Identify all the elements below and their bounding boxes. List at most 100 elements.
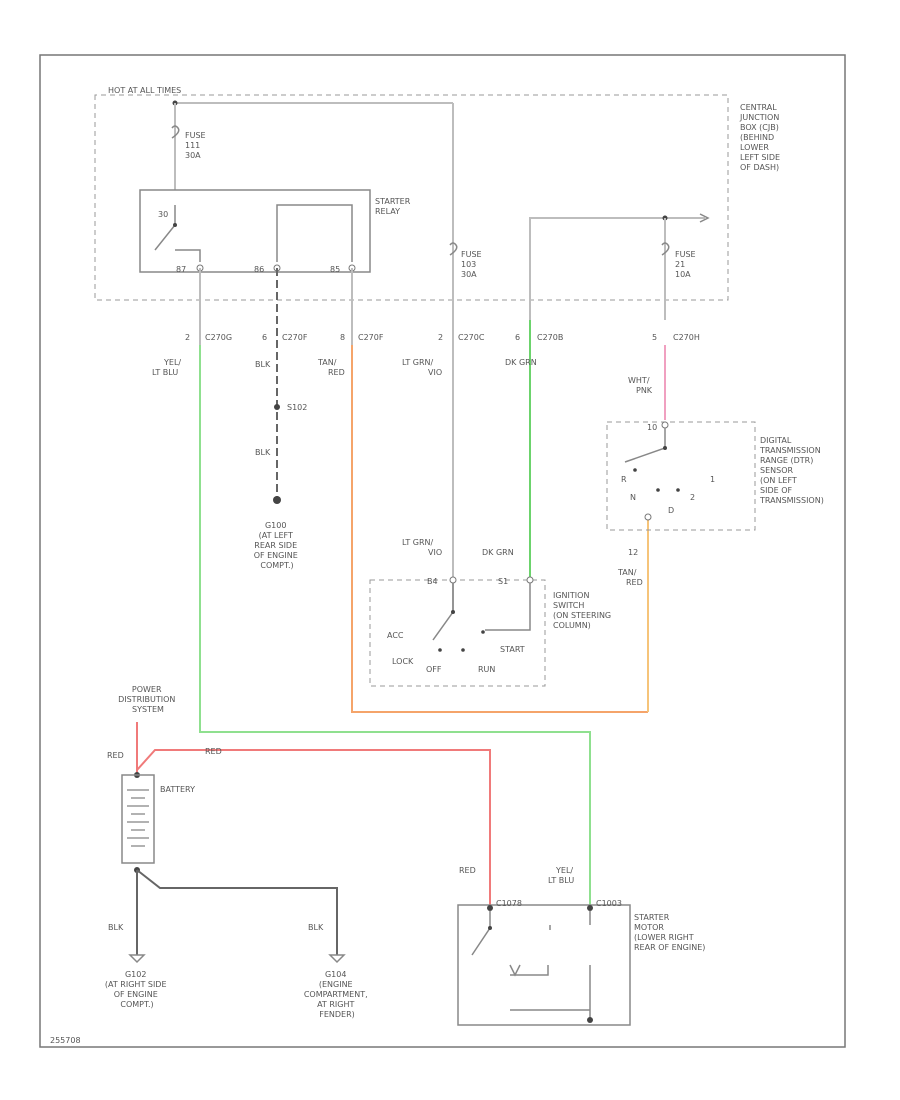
- power-distribution-label: POWER DISTRIBUTION SYSTEM: [118, 685, 178, 714]
- wire-tan-red: [351, 345, 648, 713]
- ign-contact-run: [461, 648, 465, 652]
- ground-g102-symbol: [128, 954, 146, 964]
- battery-body: [121, 774, 155, 864]
- connector-c270f-b: C270F: [358, 333, 384, 342]
- connector-c270f-a: C270F: [282, 333, 308, 342]
- starter-motor-box: [457, 904, 631, 1026]
- fuse-111-symbol: [171, 125, 180, 139]
- wire-yel-lt-blu: [199, 345, 591, 905]
- starter-terminal-c1003: [587, 905, 593, 911]
- ign-start-wire: [485, 583, 531, 631]
- dtr-pin-12: 12: [628, 548, 638, 557]
- pin-2-c270c: 2: [438, 333, 443, 342]
- wire-blk-label-2: BLK: [255, 448, 271, 457]
- ign-terminal-b4: [449, 576, 457, 584]
- starter-ground-node: [587, 1017, 593, 1023]
- relay-pin-86: 86: [254, 265, 264, 274]
- connector-c1078: C1078: [496, 899, 522, 908]
- dtr-contact-2: [656, 488, 660, 492]
- ign-contact-off: [438, 648, 442, 652]
- starter-relay-label: STARTER RELAY: [375, 197, 413, 216]
- starter-relay-box: [139, 189, 371, 273]
- pin-8-c270f: 8: [340, 333, 345, 342]
- hot-at-all-times-label: HOT AT ALL TIMES: [108, 86, 181, 95]
- relay-coil: [276, 204, 353, 262]
- cjb-label: CENTRAL JUNCTION BOX (CJB) (BEHIND LOWER…: [739, 103, 783, 172]
- wire-dk-grn-label: DK GRN: [505, 358, 537, 367]
- diagram-frame: [39, 54, 846, 1048]
- wire-blk-g104: [136, 869, 338, 955]
- ign-pos-run: RUN: [478, 665, 495, 674]
- ign-pin-b4: B4: [427, 577, 438, 586]
- wire-blk-label-4: BLK: [308, 923, 324, 932]
- relay-pin-87: 87: [176, 265, 186, 274]
- right-bus-arrow: [699, 213, 710, 223]
- splice-s102-label: S102: [287, 403, 307, 412]
- starter-motor-label: STARTER MOTOR (LOWER RIGHT REAR OF ENGIN…: [634, 913, 705, 952]
- wire-red-label-2: RED: [205, 747, 222, 756]
- wire-red-label-3: RED: [459, 866, 476, 875]
- ground-g100-label: G100 (AT LEFT REAR SIDE OF ENGINE COMPT.…: [254, 521, 301, 570]
- wire-tan-red-label-2: TAN/ RED: [617, 568, 643, 587]
- wire-wht-pnk-label: WHT/ PNK: [628, 376, 653, 395]
- starter-switch-pivot: [488, 926, 492, 930]
- wire-blk-label-1: BLK: [255, 360, 271, 369]
- splice-s102: [274, 404, 280, 410]
- dtr-sensor-label: DIGITAL TRANSMISSION RANGE (DTR) SENSOR …: [759, 436, 824, 505]
- dtr-switch-pivot: [663, 446, 667, 450]
- ign-switch-arm: [432, 583, 454, 641]
- pin-5-c270h: 5: [652, 333, 657, 342]
- ign-terminal-s1: [526, 576, 534, 584]
- starter-solenoid-switch: [471, 911, 491, 956]
- dtr-terminal-10: [661, 421, 669, 429]
- starter-solenoid-coil: [549, 911, 591, 930]
- battery-cells: [127, 789, 149, 847]
- pin-2-c270g: 2: [185, 333, 190, 342]
- fuse-103-label: FUSE 103 30A: [461, 250, 484, 279]
- footer-code: 255708: [50, 1036, 81, 1045]
- ignition-switch-enclosure: [369, 579, 546, 687]
- dtr-pos-r: R: [621, 475, 627, 484]
- ignition-switch-label: IGNITION SWITCH (ON STEERING COLUMN): [553, 591, 614, 630]
- connector-c270c: C270C: [458, 333, 485, 342]
- battery-label: BATTERY: [160, 785, 195, 794]
- ground-g100-point: [273, 496, 281, 504]
- ign-pos-lock: LOCK: [392, 657, 414, 666]
- dtr-pos-2: 2: [690, 493, 695, 502]
- starter-motor-windings: [509, 964, 591, 1020]
- wire-tan-red-label: TAN/ RED: [317, 358, 345, 377]
- dtr-sensor-enclosure: [606, 421, 756, 531]
- cjb-enclosure: [94, 94, 729, 301]
- connector-c1003: C1003: [596, 899, 622, 908]
- fuse-21-symbol: [661, 242, 670, 256]
- wire-dk-grn-label-2: DK GRN: [482, 548, 514, 557]
- fuse-21-label: FUSE 21 10A: [675, 250, 698, 279]
- pin-6-c270b: 6: [515, 333, 520, 342]
- wire-red-to-starter: [136, 749, 491, 905]
- connector-c270g: C270G: [205, 333, 232, 342]
- relay-pin-85: 85: [330, 265, 340, 274]
- wire-blk-label-3: BLK: [108, 923, 124, 932]
- ign-pin-s1: S1: [498, 577, 508, 586]
- wire-red-label-1: RED: [107, 751, 124, 760]
- dtr-contact-1: [633, 468, 637, 472]
- wire-lt-grn-vio-label-2: LT GRN/ VIO: [402, 538, 442, 557]
- dtr-pos-1: 1: [710, 475, 715, 484]
- starter-terminal-c1078: [487, 905, 493, 911]
- wire-yel-lt-blu-label-2: YEL/ LT BLU: [548, 866, 576, 885]
- pin-6-c270f: 6: [262, 333, 267, 342]
- dtr-pin-10: 10: [647, 423, 657, 432]
- ign-pos-acc: ACC: [387, 631, 404, 640]
- connector-c270b: C270B: [537, 333, 563, 342]
- dtr-pos-d: D: [668, 506, 674, 515]
- wire-yel-lt-blu-label: YEL/ LT BLU: [152, 358, 184, 377]
- ground-g104-symbol: [328, 954, 346, 964]
- ground-g102-label: G102 (AT RIGHT SIDE OF ENGINE COMPT.): [105, 970, 169, 1009]
- ign-contact-start: [481, 630, 485, 634]
- ground-g104-label: G104 (ENGINE COMPARTMENT, AT RIGHT FENDE…: [304, 970, 370, 1019]
- fuse-111-label: FUSE 111 30A: [185, 131, 208, 160]
- connector-c270h: C270H: [673, 333, 700, 342]
- dtr-switch-arm: [624, 428, 666, 463]
- ign-switch-pivot: [451, 610, 455, 614]
